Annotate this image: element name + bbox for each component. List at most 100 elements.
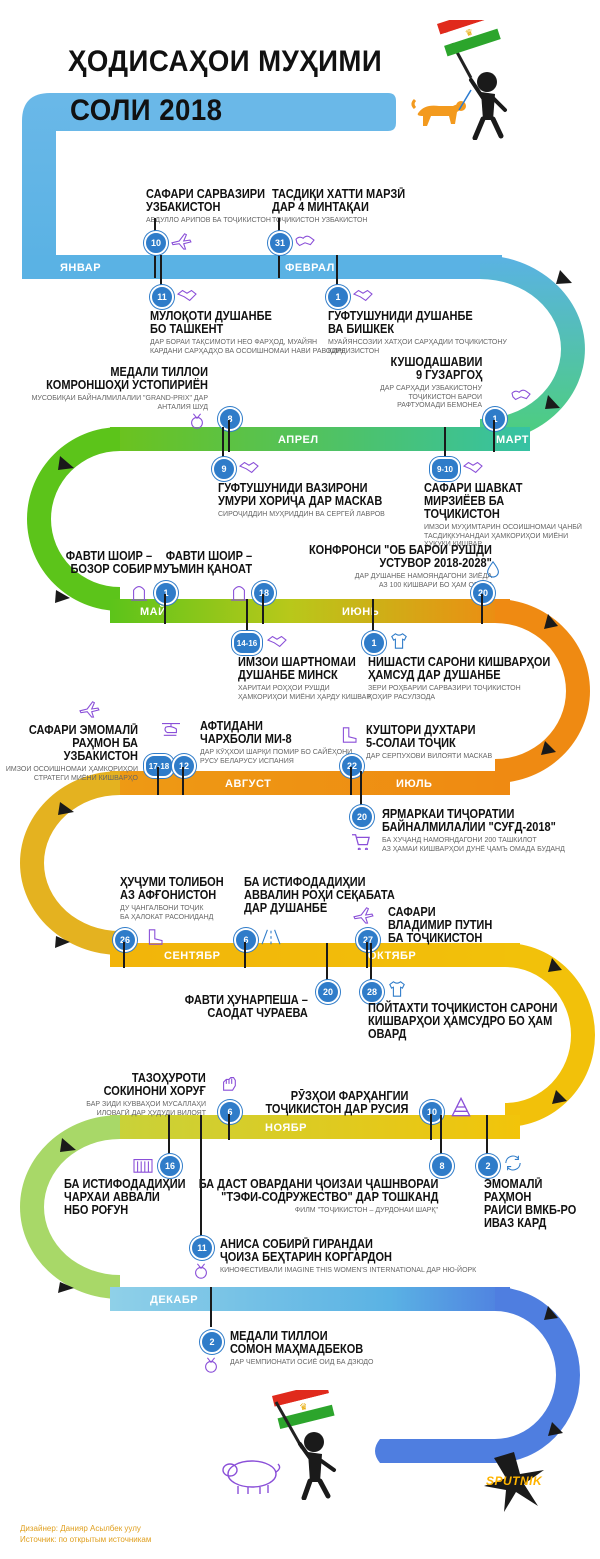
day-badge: 31 (268, 231, 292, 255)
event-rahmon-uzbek-visit: САФАРИ ЭМОМАЛӢ РАҲМОН БА УЗБАКИСТОН ИМЗО… (0, 724, 138, 783)
event-tick (157, 767, 159, 795)
footer-designer: Дизайнер: Данияр Асылбек уулу (20, 1524, 141, 1533)
event-title: МЕДАЛИ ТИЛЛОИ СОМОН МАҲМАДБЕКОВ (230, 1329, 364, 1356)
event-tick (160, 255, 162, 295)
flag-bearer-illustration: ♛ (411, 20, 507, 140)
shopping-cart-icon (352, 834, 370, 850)
event-subtitle: ДАР БОРАИ ТАҚСИМОТИ НЕО ФАРҲОД, МУАЙЯН К… (150, 339, 346, 355)
tombstone-icon (130, 586, 148, 601)
event-water-conference: КОНФРОНСИ "ОБ БАРОИ РУШДИ УСТУВОР 2018-2… (284, 544, 492, 590)
event-subtitle: АБДУЛЛО АРИПОВ БА ТОҶИКИСТОН (146, 217, 271, 224)
event-title: ТАСДИҚИ ХАТТИ МАРЗӢ ДАР 4 МИНТАҚАИ (272, 187, 406, 214)
event-khorog-protests: ТАЗОҲУРОТИ СОКИНОНИ ХОРУҒ БАР ЗИДИ КУВВА… (86, 1072, 206, 1118)
event-subtitle: СИРОҶИДДИН МУҲРИДДИН ВА СЕРГЕЙ ЛАВРОВ (218, 511, 385, 518)
event-gold-medal-komronshoh: МЕДАЛИ ТИЛЛОИ КОМРОНШОҲИ УСТОПИРИЁН МУСО… (0, 366, 208, 412)
event-subtitle: КИНОФЕСТИВАЛИ IMAGINE THIS WOMEN'S INTER… (220, 1267, 477, 1274)
event-death-mumin-qanoat: ФАВТИ ШОИР – МУЪМИН ҚАНОАТ (140, 550, 252, 576)
event-subtitle: БА ХУҶАНД НАМОЯНДАГОНИ 200 ТАШКИЛОТ АЗ Ҳ… (382, 837, 565, 853)
day-badge: 1 (154, 581, 178, 605)
medal-icon (191, 413, 203, 429)
event-subtitle: ДАР ДУШАНБЕ НАМОЯНДАГОНИ ЗИЁДА АЗ 100 КИ… (354, 573, 492, 589)
shirt-icon (391, 633, 407, 649)
event-title: ГУФТУШУНИДИ ВАЗИРОНИ УМУРИ ХОРИҶА ДАР МА… (218, 481, 383, 508)
event-mi8-crash: АФТИДАНИ ЧАРХБОЛИ МИ-8 ДАР КӮҲХОИ ШАРҚИ … (200, 720, 352, 766)
event-title: ПОЙТАХТИ ТОҶИКИСТОН САРОНИ КИШВАРҲОИ ҲАМ… (368, 1001, 558, 1041)
event-title: ФАВТИ ШОИР – МУЪМИН ҚАНОАТ (153, 549, 252, 576)
event-tick (372, 599, 374, 637)
event-border-line-approval: ТАСДИҚИ ХАТТИ МАРЗӢ ДАР 4 МИНТАҚАИ ТОҶИК… (272, 188, 423, 226)
event-pm-uzbek-visit: САФАРИ САРВАЗИРИ УЗБАКИСТОН АБДУЛЛО АРИП… (146, 188, 281, 226)
day-badge: 9-10 (430, 457, 460, 481)
day-badge: 20 (316, 980, 340, 1004)
boot-icon (148, 929, 163, 945)
month-sep: СЕНТЯБР (164, 950, 221, 962)
event-rahmon-chairman: ЭМОМАЛӢ РАҲМОН РАИСИ ВМКБ-РО ИВАЗ КАРД (484, 1178, 600, 1230)
month-jul: ИЮЛЬ (396, 778, 433, 790)
day-badge: 17-18 (144, 754, 174, 778)
event-taliban-attack: ҲУҶУМИ ТОЛИБОН АЗ АФҒОНИСТОН ДУ ҶАНГАЛБО… (120, 876, 238, 922)
event-subtitle: ХАРИТАИ РОҲҲОИ РУШДИ ҲАМКОРИҲОИ МИЁНИ ҲА… (238, 685, 372, 701)
month-mar: МАРТ (496, 434, 530, 446)
event-death-bozor-sobir: ФАВТИ ШОИР – БОЗОР СОБИР (54, 550, 152, 576)
event-tick (222, 427, 224, 465)
svg-text:♛: ♛ (464, 27, 475, 39)
event-title: САФАРИ САРВАЗИРИ УЗБАКИСТОН (146, 187, 266, 214)
day-badge: 27 (356, 928, 380, 952)
event-subtitle: МУАЙЯНСОЗИИ ХАТҲОИ САРҲАДИИ ТОҶИКИСТОНУ … (328, 339, 507, 355)
event-title: БА ИСТИФОДАДИҲИИ АВВАЛИН РОҲИ СЕҚАБАТА Д… (244, 875, 395, 915)
event-subtitle: ФИЛМ "ТОҶИКИСТОН – ДУРДОНАИ ШАРҚ" (294, 1207, 438, 1214)
event-gold-medal-somon: МЕДАЛИ ТИЛЛОИ СОМОН МАҲМАДБЕКОВ ДАР ЧЕМП… (230, 1330, 381, 1368)
event-three-level-road: БА ИСТИФОДАДИҲИИ АВВАЛИН РОҲИ СЕҚАБАТА Д… (244, 876, 415, 915)
event-title: КУШОДАШАВИИ 9 ГУЗАРГОҲ (390, 355, 482, 382)
event-subtitle: ДАР КӮҲХОИ ШАРҚИ ПОМИР БО САЙЁҲОНИ РУСУ … (200, 749, 353, 765)
event-cis-summit-dushanbe: ПОЙТАХТИ ТОҶИКИСТОН САРОНИ КИШВАРҲОИ ҲАМ… (368, 1002, 583, 1041)
event-title: ФАВТИ ҲУНАРПЕША – САОДАТ ЧУРАЕВА (184, 993, 308, 1020)
event-tick (326, 943, 328, 983)
event-subtitle: ТОҶИКИСТОН УЗБАКИСТОН (272, 217, 368, 224)
event-tefi-award: БА ДАСТ ОВАРДАНИ ҶОИЗАИ ҶАШНВОРАИ "ТЭФИ-… (166, 1178, 438, 1216)
day-badge: 9 (212, 457, 236, 481)
day-badge: 1 (326, 285, 350, 309)
day-badge: 10 (420, 1100, 444, 1124)
event-title: РӮЗҲОИ ФАРҲАНГИИ ТОҶИКИСТОН ДАР РУСИЯ (265, 1089, 408, 1116)
month-apr: АПРЕЛ (278, 434, 319, 446)
event-subtitle: ДАР ЧЕМПИОНАТИ ОСИЁ ОИД БА ДЗЮДО (230, 1359, 374, 1366)
day-badge: 11 (190, 1236, 214, 1260)
sputnik-logo: SPUTNIK (484, 1452, 544, 1512)
event-title: БА ДАСТ ОВАРДАНИ ҶОИЗАИ ҶАШНВОРАИ "ТЭФИ-… (198, 1177, 438, 1204)
event-tick (164, 594, 166, 624)
event-tick (246, 599, 248, 637)
footer-source: Источник: по открытым источникам (20, 1535, 152, 1544)
refresh-icon (505, 1155, 521, 1171)
event-subtitle: ИМЗОИ ОСОИШНОМАИ ҲАМКОРИҲОИ СТРАТЕГИ МИЁ… (5, 766, 138, 782)
event-9-checkpoints: КУШОДАШАВИИ 9 ГУЗАРГОҲ ДАР САРҲАДИ УЗБАК… (378, 356, 482, 411)
event-sughd-trade-fair: ЯРМАРКАИ ТИҶОРАТИИ БАЙНАЛМИЛАЛИИ "СУҒД-2… (382, 808, 580, 854)
plane-icon (353, 907, 374, 924)
medal-icon (195, 1263, 207, 1279)
event-tick (123, 942, 125, 968)
event-girl-killing: КУШТОРИ ДУХТАРИ 5-СОЛАИ ТОҶИК ДАР СЕРПУХ… (366, 724, 492, 762)
event-title: ТАЗОҲУРОТИ СОКИНОНИ ХОРУҒ (103, 1071, 206, 1098)
day-badge: 1 (362, 631, 386, 655)
day-badge: 16 (158, 1154, 182, 1178)
event-title: БА ИСТИФОДАДИҲИИ ЧАРХАИ АВВАЛИ НБО РОҒУН (64, 1177, 186, 1217)
event-title: ЯРМАРКАИ ТИҶОРАТИИ БАЙНАЛМИЛАЛИИ "СУҒД-2… (382, 807, 556, 834)
tombstone-icon (230, 586, 248, 601)
event-mirziyoyev-visit: САФАРИ ШАВКАТ МИРЗИЁЕВ БА ТОҶИКИСТОН ИМЗ… (424, 482, 600, 550)
event-title: МУЛОҚОТИ ДУШАНБЕ БО ТАШКЕНТ (150, 309, 272, 336)
event-cultural-days-russia: РӮЗҲОИ ФАРҲАНГИИ ТОҶИКИСТОН ДАР РУСИЯ (246, 1090, 408, 1116)
svg-text:♛: ♛ (299, 1402, 309, 1414)
day-badge: 8 (430, 1154, 454, 1178)
day-badge: 18 (252, 581, 276, 605)
shirt-icon (389, 981, 405, 997)
day-badge: 20 (471, 581, 495, 605)
day-badge: 26 (113, 928, 137, 952)
event-dushanbe-minsk-treaty: ИМЗОИ ШАРТНОМАИ ДУШАНБЕ МИНСК ХАРИТАИ РО… (238, 656, 372, 702)
event-title: САФАРИ ЭМОМАЛӢ РАҲМОН БА УЗБАКИСТОН (28, 723, 138, 763)
boot-icon (342, 727, 357, 743)
event-title: АФТИДАНИ ЧАРХБОЛИ МИ-8 (200, 719, 292, 746)
event-tick (168, 1115, 170, 1155)
event-tick (262, 594, 264, 624)
event-foreign-ministers-moscow: ГУФТУШУНИДИ ВАЗИРОНИ УМУРИ ХОРИҶА ДАР МА… (218, 482, 405, 520)
event-title: ФАВТИ ШОИР – БОЗОР СОБИР (65, 549, 152, 576)
